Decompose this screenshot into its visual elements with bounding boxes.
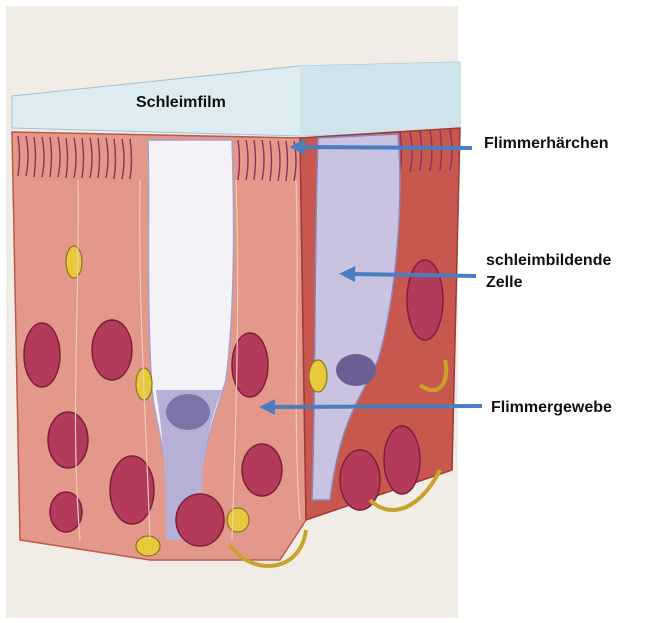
mucus-film-side [300, 62, 460, 136]
label-goblet-cell-line2: Zelle [486, 272, 611, 294]
goblet-side-nucleus [336, 354, 376, 386]
arrow-cilia [302, 147, 472, 148]
label-ciliated-tissue: Flimmergewebe [491, 397, 612, 419]
label-cilia: Flimmerhärchen [484, 133, 608, 155]
arrow-goblet-cell [352, 274, 476, 276]
label-goblet-cell-line1: schleimbildende [486, 250, 611, 272]
arrow-ciliated-tissue [272, 406, 482, 407]
label-goblet-cell: schleimbildende Zelle [486, 250, 611, 294]
goblet-nucleus [166, 394, 210, 430]
label-mucus-film: Schleimfilm [136, 92, 226, 114]
